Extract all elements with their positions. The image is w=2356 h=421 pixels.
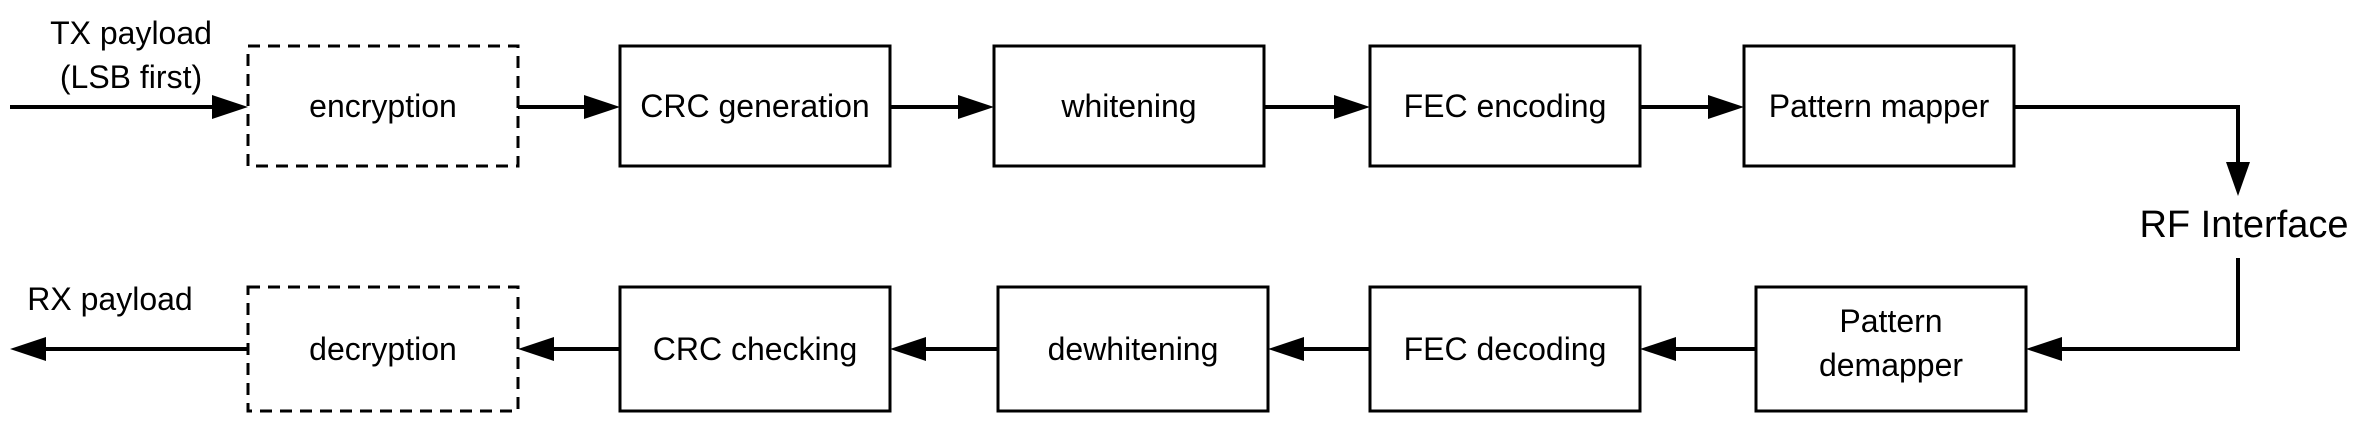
- encryption-label: encryption: [309, 88, 457, 124]
- pattern-demapper-block: Pattern demapper: [1754, 285, 2028, 413]
- arrowhead-whitening-to-fec: [1334, 95, 1370, 119]
- arrow-rf-to-demapper: [2060, 258, 2240, 351]
- fec-decoding-block: FEC decoding: [1368, 285, 1642, 413]
- arrow-mapper-to-rf: [2014, 105, 2240, 166]
- tx-input-arrowhead: [212, 95, 248, 119]
- arrowhead-crc-to-whitening: [958, 95, 994, 119]
- arrowhead-fec-to-mapper: [1708, 95, 1744, 119]
- crc-generation-block: CRC generation: [618, 44, 892, 168]
- encryption-block: encryption: [246, 44, 520, 168]
- rx-output-arrowhead: [10, 337, 46, 361]
- rf-interface-label: RF Interface: [2139, 204, 2348, 246]
- tx-payload-label: TX payload: [50, 15, 212, 51]
- pattern-mapper-label: Pattern mapper: [1769, 88, 1990, 124]
- pattern-demapper-label-line2: demapper: [1819, 347, 1963, 383]
- pattern-demapper-label-line1: Pattern: [1839, 303, 1942, 339]
- dewhitening-label: dewhitening: [1048, 331, 1219, 367]
- whitening-label: whitening: [1060, 88, 1196, 124]
- decryption-label: decryption: [309, 331, 457, 367]
- arrowhead-encryption-to-crc: [584, 95, 620, 119]
- arrowhead-mapper-to-rf: [2226, 162, 2250, 196]
- crc-generation-label: CRC generation: [640, 88, 869, 124]
- whitening-block: whitening: [992, 44, 1266, 168]
- fec-encoding-label: FEC encoding: [1404, 88, 1607, 124]
- rx-payload-label: RX payload: [27, 281, 192, 317]
- arrowhead-demapper-to-fec: [1640, 337, 1676, 361]
- crc-checking-block: CRC checking: [618, 285, 892, 413]
- pattern-mapper-block: Pattern mapper: [1742, 44, 2016, 168]
- arrowhead-fec-to-dewhitening: [1268, 337, 1304, 361]
- dewhitening-block: dewhitening: [996, 285, 1270, 413]
- arrowhead-crc-to-decryption: [518, 337, 554, 361]
- crc-checking-label: CRC checking: [653, 331, 858, 367]
- arrowhead-rf-to-demapper: [2026, 337, 2062, 361]
- tx-lsb-first-label: (LSB first): [60, 59, 202, 95]
- decryption-block: decryption: [246, 285, 520, 413]
- arrowhead-dewhitening-to-crc: [890, 337, 926, 361]
- fec-decoding-label: FEC decoding: [1404, 331, 1607, 367]
- fec-encoding-block: FEC encoding: [1368, 44, 1642, 168]
